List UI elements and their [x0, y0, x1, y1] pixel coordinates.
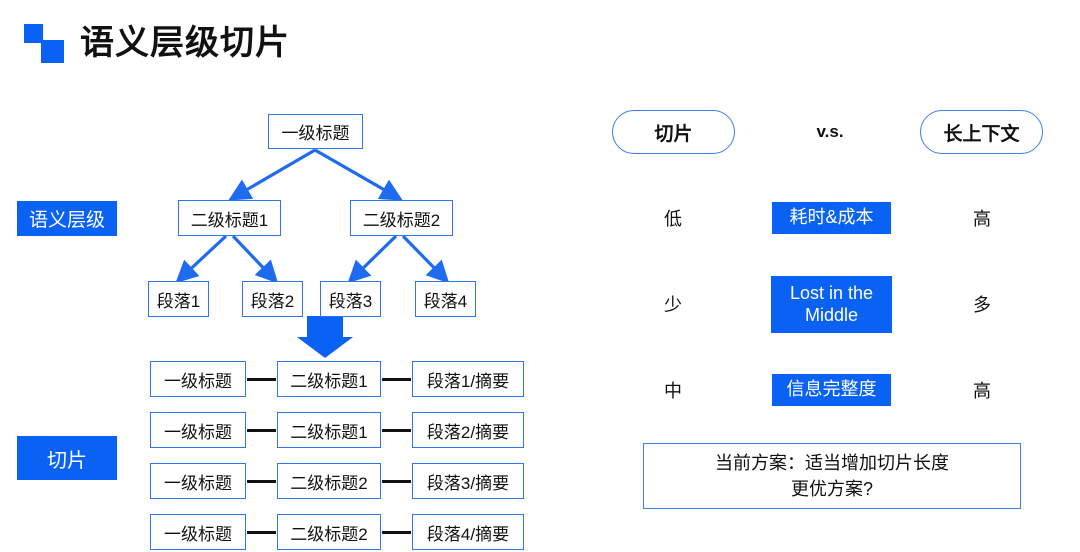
- page-title: 语义层级切片: [80, 24, 290, 62]
- logo-square-bottom: [41, 40, 64, 63]
- slide-header: 语义层级切片: [24, 24, 290, 63]
- slice-row-2-connector-b: [382, 429, 411, 432]
- tree-node-para-1[interactable]: 段落1: [148, 281, 209, 317]
- slice-row-4-col-2[interactable]: 二级标题2: [277, 514, 381, 550]
- proposal-note: 当前方案：适当增加切片长度 更优方案?: [643, 443, 1021, 509]
- slice-row-4-col-3[interactable]: 段落4/摘要: [412, 514, 524, 550]
- slice-row-3-col-2[interactable]: 二级标题2: [277, 463, 381, 499]
- slice-row-3-col-3[interactable]: 段落3/摘要: [412, 463, 524, 499]
- slice-row-1-connector-a: [247, 378, 276, 381]
- pill-slice[interactable]: 切片: [612, 110, 735, 154]
- tree-node-para-3[interactable]: 段落3: [320, 281, 381, 317]
- down-arrow-icon: [297, 316, 353, 358]
- slice-row-2-col-2[interactable]: 二级标题1: [277, 412, 381, 448]
- label-slice: 切片: [17, 436, 117, 480]
- compare-row-3-left-value: 中: [664, 381, 682, 401]
- slice-row-1-connector-b: [382, 378, 411, 381]
- slice-row-3-connector-b: [382, 480, 411, 483]
- slice-row-3-connector-a: [247, 480, 276, 483]
- slice-row-4-col-1[interactable]: 一级标题: [150, 514, 246, 550]
- slice-row-2-col-3[interactable]: 段落2/摘要: [412, 412, 524, 448]
- tree-node-level2-2[interactable]: 二级标题2: [350, 200, 453, 236]
- compare-row-3-metric: 信息完整度: [772, 374, 891, 406]
- slice-row-4-connector-a: [247, 531, 276, 534]
- compare-row-1-right-value: 高: [973, 209, 991, 229]
- slice-row-3-col-1[interactable]: 一级标题: [150, 463, 246, 499]
- vs-label: v.s.: [816, 122, 844, 141]
- slice-row-2-connector-a: [247, 429, 276, 432]
- slice-row-4-connector-b: [382, 531, 411, 534]
- tree-node-para-4[interactable]: 段落4: [415, 281, 476, 317]
- logo-squares-icon: [24, 24, 66, 63]
- compare-row-2-metric: Lost in the Middle: [771, 276, 892, 333]
- slice-row-2-col-1[interactable]: 一级标题: [150, 412, 246, 448]
- tree-node-root[interactable]: 一级标题: [268, 114, 363, 149]
- slice-row-1-col-2[interactable]: 二级标题1: [277, 361, 381, 397]
- compare-row-3-right-value: 高: [973, 381, 991, 401]
- logo-square-top: [24, 24, 43, 43]
- tree-node-level2-1[interactable]: 二级标题1: [178, 200, 281, 236]
- compare-row-1-left-value: 低: [664, 209, 682, 229]
- label-semantic-level: 语义层级: [17, 201, 117, 236]
- tree-node-para-2[interactable]: 段落2: [242, 281, 303, 317]
- pill-long-context[interactable]: 长上下文: [920, 110, 1043, 154]
- slice-row-1-col-1[interactable]: 一级标题: [150, 361, 246, 397]
- compare-row-2-left-value: 少: [664, 295, 682, 315]
- compare-row-1-metric: 耗时&成本: [772, 202, 891, 234]
- compare-row-2-right-value: 多: [973, 295, 991, 315]
- slice-row-1-col-3[interactable]: 段落1/摘要: [412, 361, 524, 397]
